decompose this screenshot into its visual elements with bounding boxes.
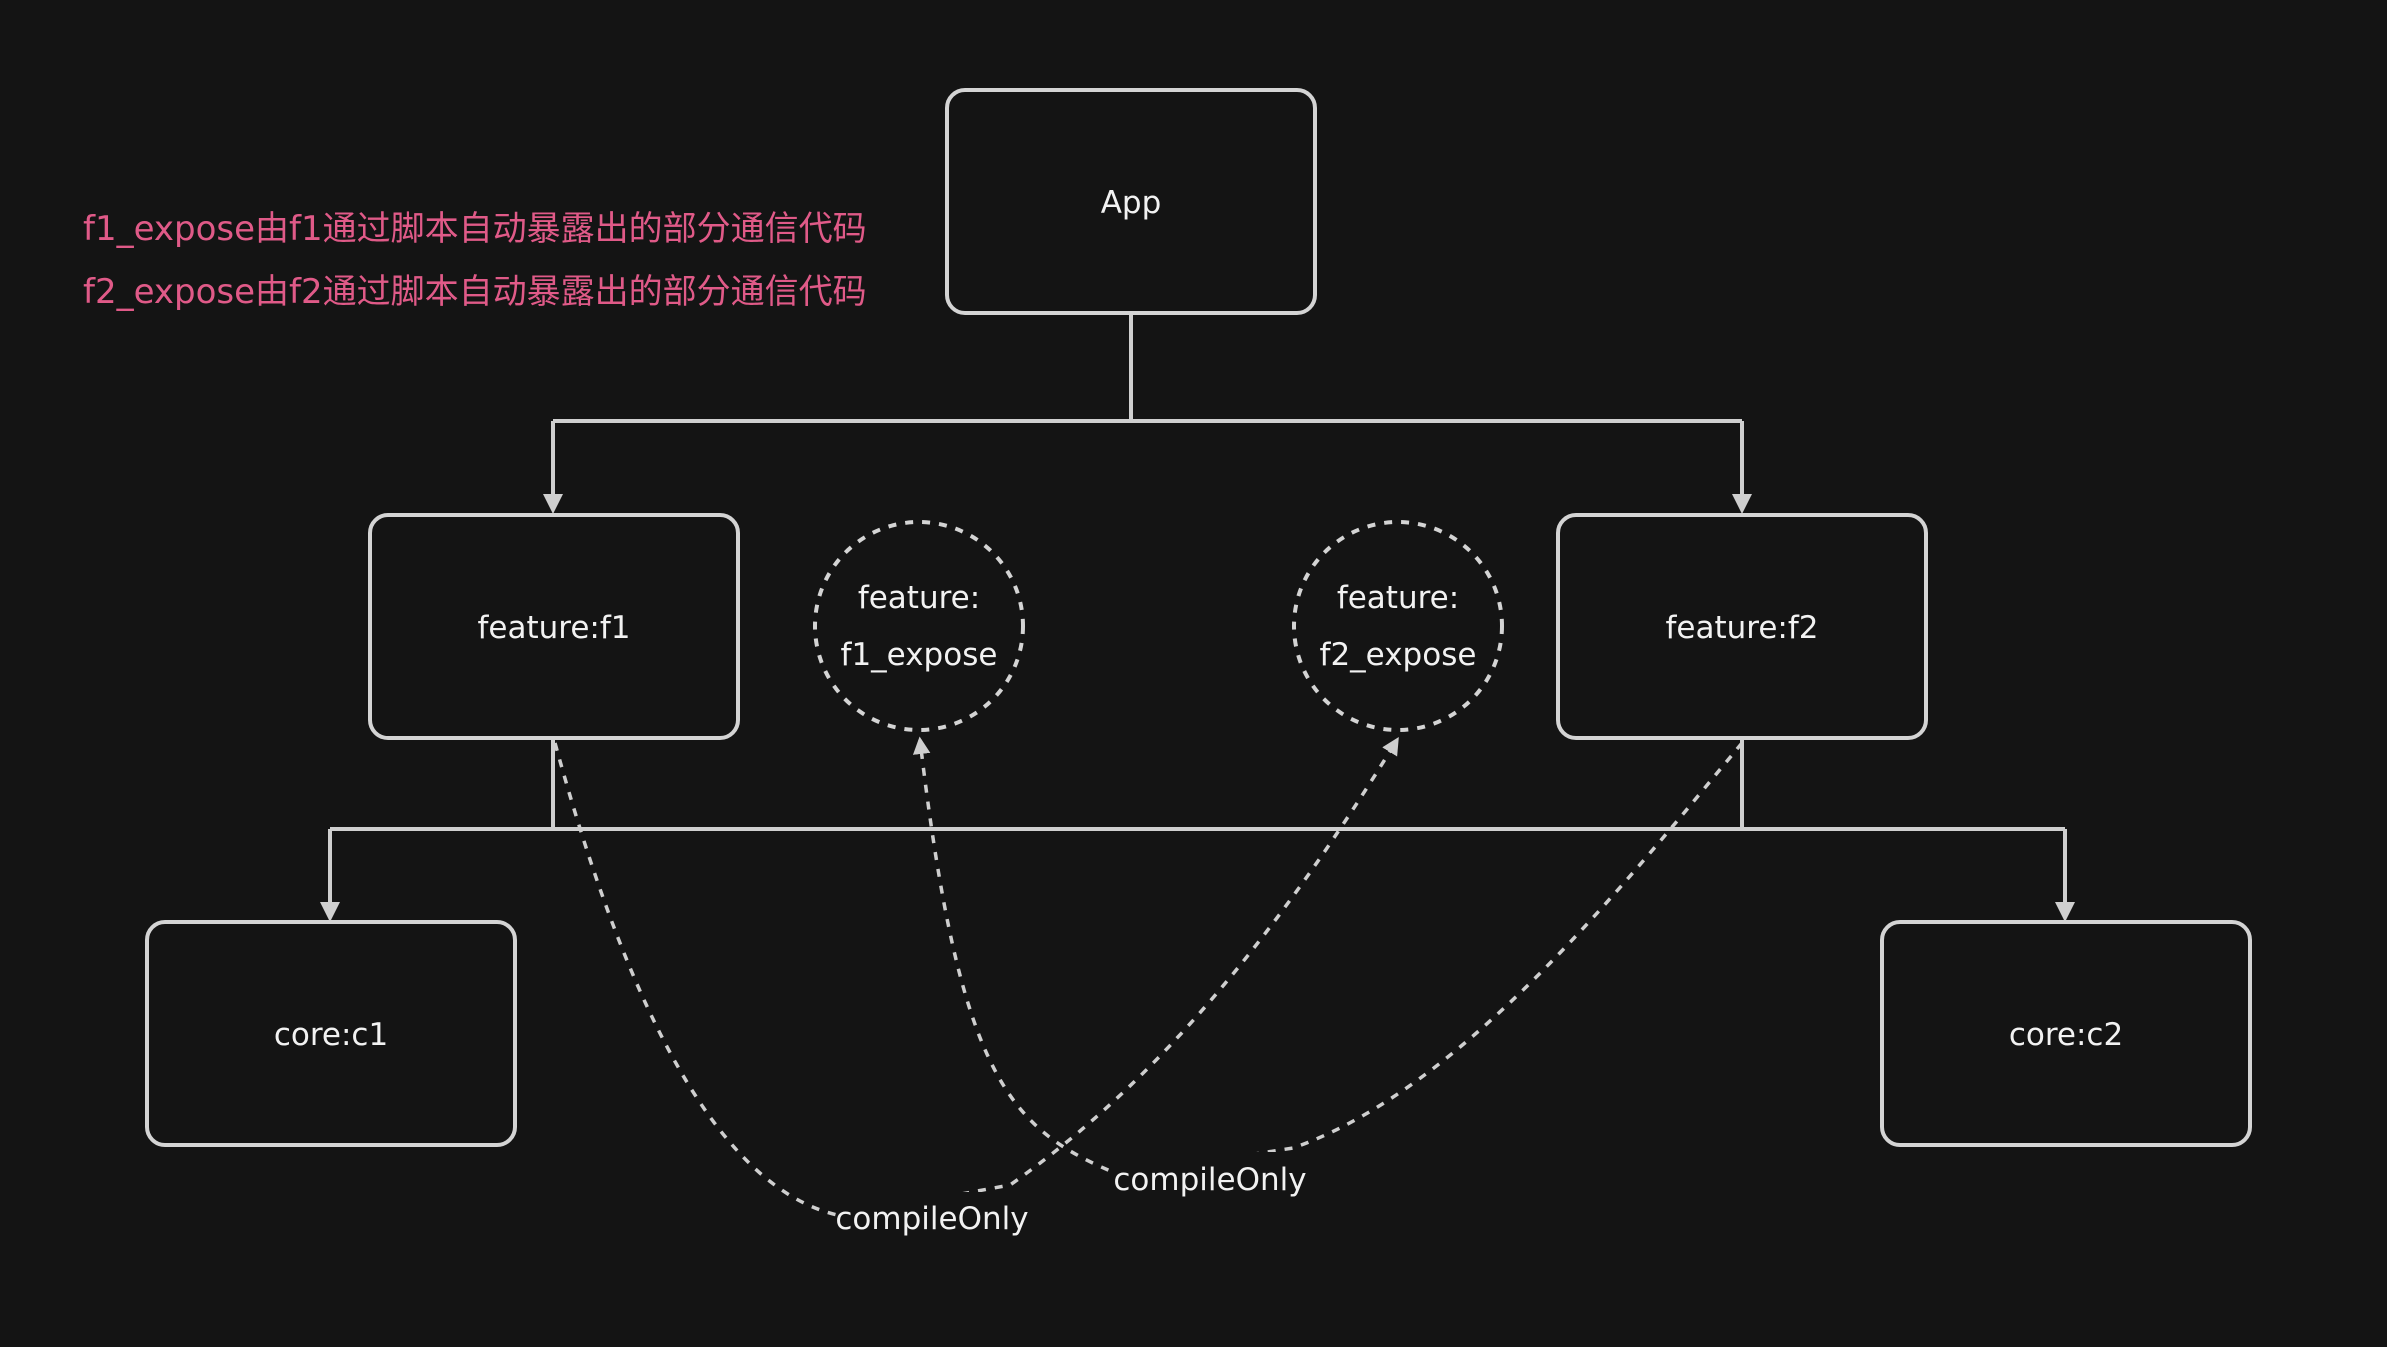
- f2-expose-node-label-line-1: feature:: [1337, 580, 1459, 616]
- right-edge-label-background: [1114, 1152, 1306, 1196]
- core-c2-node: [1880, 920, 2252, 1147]
- feature-f2-node: [1556, 513, 1928, 740]
- compile-only-f1-to-f2-expose-edge: [553, 737, 1399, 1218]
- features-to-cores-connector: [330, 740, 2065, 831]
- f1-expose-node: [813, 520, 1025, 732]
- core-c1-node-label: core:c1: [274, 1017, 388, 1053]
- compile-only-f2-to-f1-expose-edge: [912, 736, 1744, 1177]
- app-node: [945, 88, 1317, 315]
- note-f1-expose: f1_expose由f1通过脚本自动暴露出的部分通信代码: [83, 209, 867, 249]
- core-c2-node-label: core:c2: [2009, 1017, 2123, 1053]
- feature-f2-node-label: feature:f2: [1665, 610, 1818, 646]
- f1-expose-node-label-line-1: feature:: [858, 580, 980, 616]
- compile-only-label-left: compileOnly: [835, 1201, 1028, 1237]
- feature-f1-node: [368, 513, 740, 740]
- compile-only-label-right: compileOnly: [1113, 1162, 1306, 1198]
- app-to-features-connector: [553, 314, 1742, 423]
- feature-f1-node-label: feature:f1: [477, 610, 630, 646]
- f2-expose-node-label-line-2: f2_expose: [1320, 637, 1477, 673]
- f2-expose-node: [1292, 520, 1504, 732]
- f1-expose-node-label-line-2: f1_expose: [841, 637, 998, 673]
- note-f2-expose: f2_expose由f2通过脚本自动暴露出的部分通信代码: [83, 272, 867, 312]
- core-c1-node: [145, 920, 517, 1147]
- left-edge-label-background: [836, 1192, 1028, 1236]
- app-node-label: App: [1101, 185, 1162, 221]
